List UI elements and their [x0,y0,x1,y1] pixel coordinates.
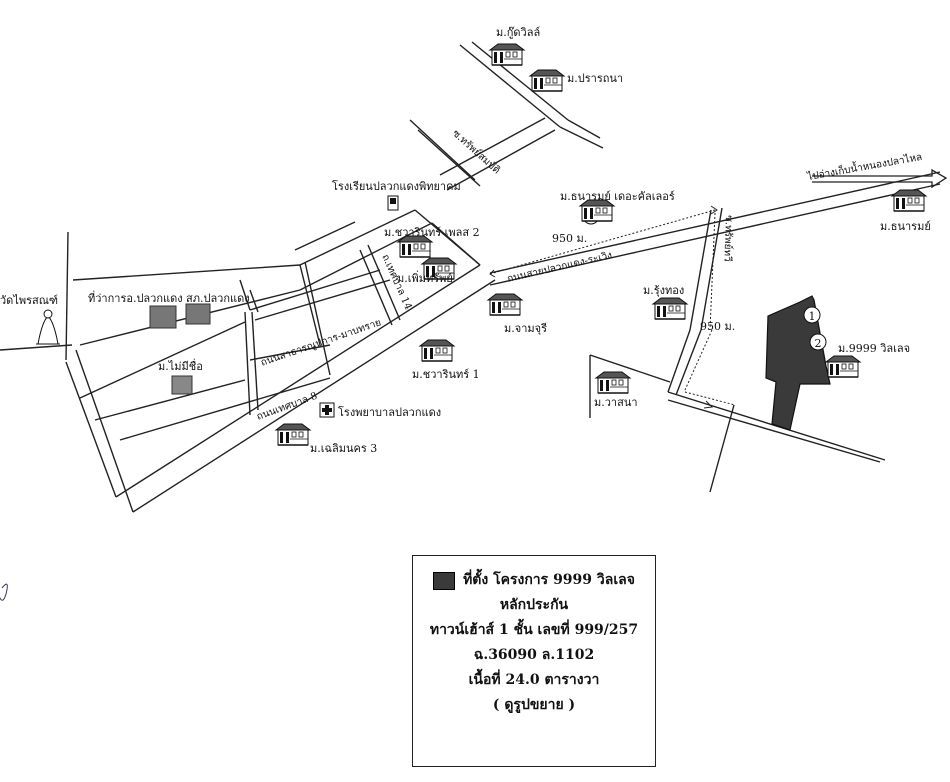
label-prarthana: ม.ปรารถนา [567,72,623,85]
label-village9999: ม.9999 วิลเลจ [838,342,910,355]
label-hospital: โรงพยาบาลปลวกแดง [338,405,441,419]
road-label-reservoir: ไปอ่างเก็บน้ำหนองปลาไหล [805,149,923,183]
legend-title: ที่ตั้ง โครงการ 9999 วิลเลจ [463,572,635,588]
legend-line2: หลักประกัน [499,597,569,613]
house-icons [275,43,927,446]
label-chamchuri: ม.จามจุรี [504,322,547,335]
route-markers [489,205,736,409]
road-label-soi-phatsombat: ซ.ทรัพย์สมบัติ [450,127,503,176]
label-rungthong: ม.รุ้งทอง [643,284,684,297]
label-chalermnakorn3: ม.เฉลิมนคร 3 [310,442,377,455]
label-police: สภ.ปลวกแดง [186,292,250,305]
building-icons [149,195,399,395]
temple-buddha-icon [36,309,60,345]
label-thanarom: ม.ธนารมย์ [880,220,931,233]
label-chawarin-plus2: ม.ชวารินทร์ เพลส 2 [384,226,480,239]
label-temple: วัดไพรสณฑ์ [0,294,58,307]
road-label-mpl8: ถนนเทศบาล 8 [255,391,319,423]
label-chawarin1: ม.ชวารินทร์ 1 [412,368,480,381]
road-label-sarnaphak: ถนนสาธารณูปการ-มาบทราย [259,317,382,369]
distance-label-1: 950 ม. [552,232,587,245]
marker-2: 2 [809,333,827,351]
road-label-soi-phatthawee: ซ.ทรัพย์ทวี [721,215,735,262]
label-phermsap: ม.เพิ่มทรัพย์ [397,270,453,285]
distance-label-2: 950 ม. [700,320,735,333]
reservoir-arrow [812,168,948,189]
marker-1: 1 [803,306,821,324]
label-school: โรงเรียนปลวกแดงพิทยาคม [332,179,461,193]
svg-text:2: 2 [815,337,822,350]
label-office: ที่ว่าการอ.ปลวกแดง [88,290,183,305]
roads [0,41,941,513]
label-wasana: ม.วาสนา [594,396,638,409]
hospital-cross-icon [319,402,335,418]
pen-mark [0,583,8,601]
label-maimeechue: ม.ไม่มีชื่อ [158,358,203,373]
label-guvill: ม.กู๊ดวิลล์ [496,26,540,39]
project-site [765,295,831,431]
legend-title-row: ที่ตั้ง โครงการ 9999 วิลเลจ [413,568,655,593]
label-thanarom-daycollar: ม.ธนารมย์ เดอะคัลเลอร์ [560,190,675,203]
legend-line4: ฉ.36090 ล.1102 [473,647,595,663]
legend-line3: ทาวน์เฮ้าส์ 1 ชั้น เลขที่ 999/257 [429,622,639,638]
legend-swatch [433,571,456,590]
legend-line5: เนื้อที่ 24.0 ตารางวา [468,672,600,688]
legend-line6: ( ดูรูปขยาย ) [492,697,576,713]
svg-text:1: 1 [809,310,816,323]
road-label-pluakdaeng-rawoeng: ถนนสายปลวกแดง-ระเวิง [506,250,613,285]
legend-box: ที่ตั้ง โครงการ 9999 วิลเลจ หลักประกัน ท… [412,555,656,767]
